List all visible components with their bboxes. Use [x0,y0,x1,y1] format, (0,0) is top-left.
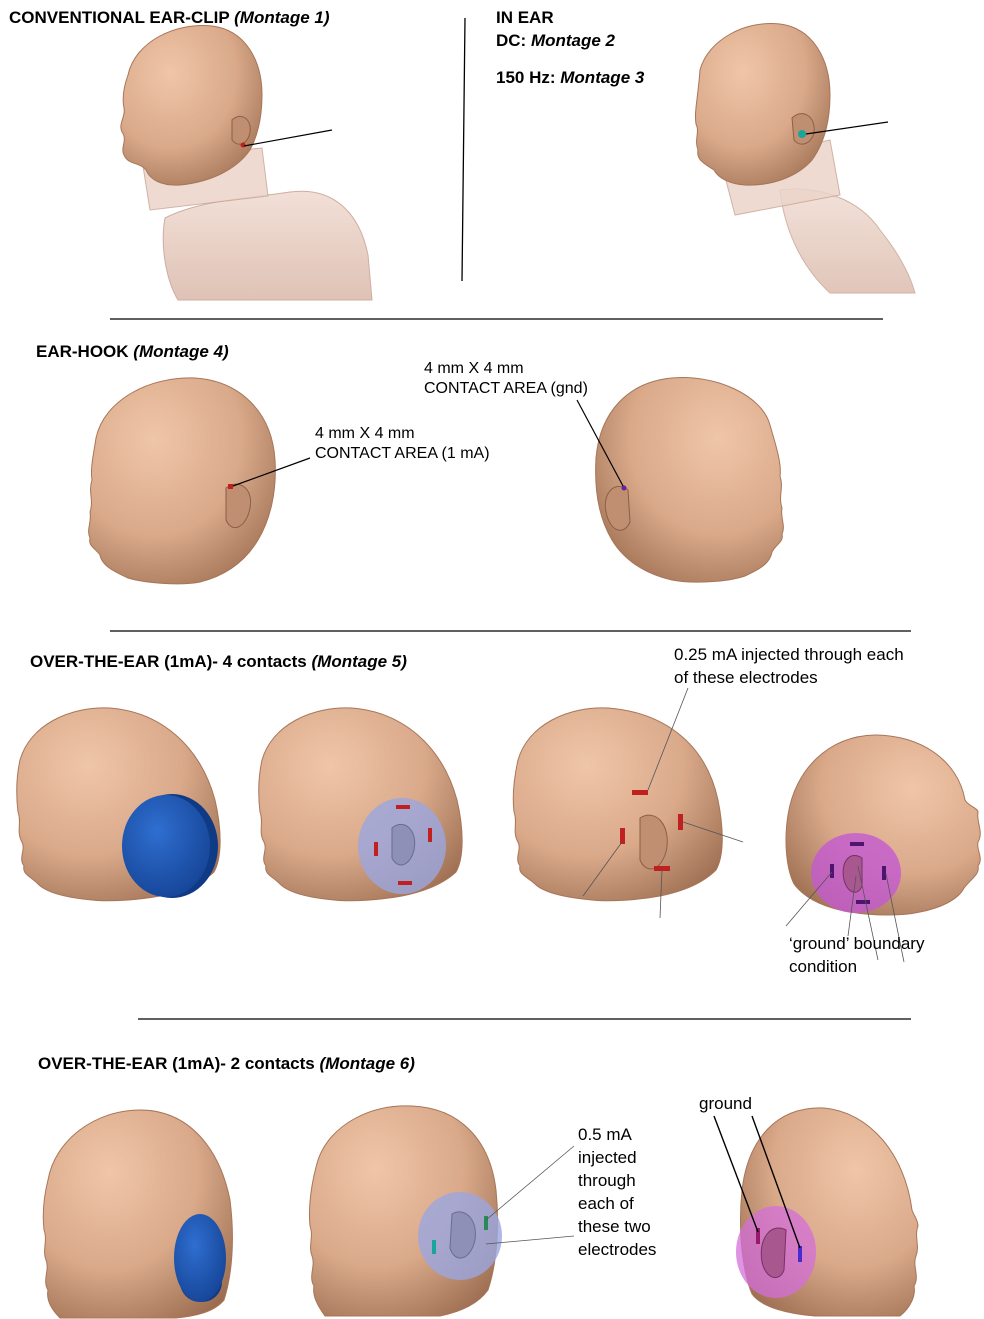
contact-electrode [620,828,625,844]
montage6-title-text: OVER-THE-EAR (1mA)- 2 contacts [38,1054,315,1073]
montage6-figure-3 [714,1108,918,1316]
ground-electrode [882,866,886,880]
montage3-number: Montage 3 [560,68,644,87]
montage4-title-text: EAR-HOOK [36,342,129,361]
montage5-figure-1 [17,708,220,901]
ground-electrode [798,1246,802,1262]
montage1-title: CONVENTIONAL EAR-CLIP (Montage 1) [9,8,330,28]
ground-electrode [830,864,834,878]
montage4-right-figure [577,378,783,583]
contact-electrode [632,790,648,795]
label-line: these two [578,1215,656,1238]
torso-model [780,189,915,293]
montage6-figure-2 [309,1106,574,1316]
montage23-title: IN EAR [496,8,554,28]
leader-line [486,1146,574,1220]
contact-electrode [396,805,410,809]
montage1-number: (Montage 1) [234,8,329,27]
montage5-injected-label: 0.25 mA injected through each of these e… [674,643,904,689]
montage6-title: OVER-THE-EAR (1mA)- 2 contacts (Montage … [38,1054,415,1074]
montage1-title-text: CONVENTIONAL EAR-CLIP [9,8,229,27]
ear-hook-contact-1ma [228,484,233,489]
contact-electrode [678,814,683,830]
label-line: 0.5 mA [578,1123,656,1146]
montage5-figure-3 [513,688,743,918]
ear-clip-contact [241,143,246,148]
ear-hook-1ma-label: 4 mm X 4 mm CONTACT AREA (1 mA) [315,424,490,464]
head-model [695,23,830,185]
montage5-figure-2 [259,708,462,901]
montage5-ground-label: ‘ground’ boundary condition [789,932,924,978]
in-ear-title: IN EAR [496,8,554,27]
label-line: 4 mm X 4 mm [315,424,490,444]
montage6-injected-label: 0.5 mA injected through each of these tw… [578,1123,656,1261]
montage23-figure [695,23,915,293]
disc-electrode [174,1214,226,1302]
ground-electrode [850,842,864,846]
label-line: injected [578,1146,656,1169]
in-ear-contact [798,130,806,138]
ear-model [232,116,250,144]
label-line: ‘ground’ boundary [789,932,924,955]
vertical-divider [462,18,465,281]
montage3-line: 150 Hz: Montage 3 [496,68,644,88]
label-line: CONTACT AREA (1 mA) [315,444,490,464]
label-line: 4 mm X 4 mm [424,359,588,379]
ear-hook-gnd-label: 4 mm X 4 mm CONTACT AREA (gnd) [424,359,588,399]
contact-electrode [374,842,378,856]
montage6-number: (Montage 6) [320,1054,415,1073]
montage6-ground-label: ground [699,1092,752,1115]
label-line: CONTACT AREA (gnd) [424,379,588,399]
label-line: each of [578,1192,656,1215]
label-line: 0.25 mA injected through each [674,643,904,666]
label-line: condition [789,955,924,978]
ear-hook-contact-gnd [622,486,627,491]
contact-electrode [432,1240,436,1254]
montage4-number: (Montage 4) [133,342,228,361]
montage6-figure-1 [43,1110,232,1318]
contact-electrode [484,1216,488,1230]
disc-electrode [122,795,210,897]
contact-electrode [398,881,412,885]
label-line: through [578,1169,656,1192]
head-model [513,708,722,901]
montage2-number: Montage 2 [531,31,615,50]
montage5-title: OVER-THE-EAR (1mA)- 4 contacts (Montage … [30,652,407,672]
torso-model [163,191,372,300]
montage2-line: DC: Montage 2 [496,31,615,51]
montage1-figure [121,25,372,300]
montage4-left-figure [89,378,310,584]
ground-text: ground [699,1094,752,1113]
contact-electrode [428,828,432,842]
label-line: of these electrodes [674,666,904,689]
montage5-title-text: OVER-THE-EAR (1mA)- 4 contacts [30,652,307,671]
ground-electrode [856,900,870,904]
head-model [596,378,784,583]
dc-label: DC: [496,31,526,50]
montage5-figure-4 [786,735,980,962]
label-line: electrodes [578,1238,656,1261]
montage4-title: EAR-HOOK (Montage 4) [36,342,229,362]
head-model [121,25,262,185]
montage5-number: (Montage 5) [312,652,407,671]
hz-label: 150 Hz: [496,68,556,87]
ear-model [792,114,814,145]
